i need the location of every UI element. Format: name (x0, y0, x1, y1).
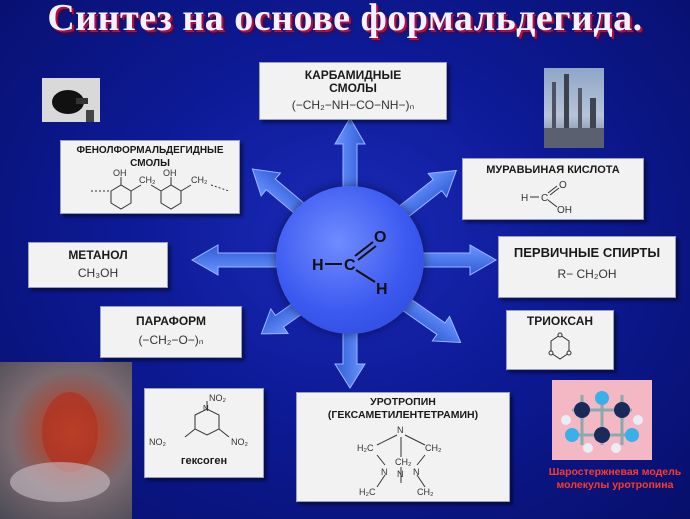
phenol-title-2: СМОЛЫ (130, 158, 170, 169)
svg-text:CH₂: CH₂ (139, 175, 156, 185)
methanol-formula: CH₃OH (77, 266, 119, 280)
svg-text:H₂C: H₂C (357, 443, 374, 453)
carbamide-title-2: СМОЛЫ (329, 81, 377, 95)
svg-text:CH₂: CH₂ (395, 457, 412, 467)
svg-text:CH₂: CH₂ (417, 487, 434, 497)
svg-text:CH₂: CH₂ (425, 443, 442, 453)
svg-text:N: N (203, 404, 209, 413)
formaldehyde-circle: O H C H (276, 186, 424, 334)
svg-text:N: N (413, 467, 420, 477)
center-h1: H (312, 257, 324, 274)
card-methanol: МЕТАНОЛ CH₃OH (28, 242, 168, 288)
card-hexogen: N NO₂ NO₂ NO₂ гексоген (144, 388, 264, 478)
trioxane-title: ТРИОКСАН (526, 314, 594, 328)
svg-text:OH: OH (163, 169, 177, 178)
card-phenol-resins: ФЕНОЛФОРМАЛЬДЕГИДНЫЕ СМОЛЫ OH OH CH₂ CH₂ (60, 140, 240, 214)
svg-text:H: H (521, 193, 528, 204)
primary-title: ПЕРВИЧНЫЕ СПИРТЫ (513, 245, 661, 260)
hexogen-structure: N NO₂ NO₂ NO₂ (149, 393, 249, 447)
urotropin-ball-model (552, 380, 652, 460)
carbamide-title-1: КАРБАМИДНЫЕ (304, 68, 402, 82)
formic-title: МУРАВЬИНАЯ КИСЛОТА (486, 164, 620, 176)
card-carbamide-resins: КАРБАМИДНЫЕ СМОЛЫ (−CH₂−NH−CO−NH−)ₙ (259, 62, 447, 120)
center-c: C (344, 257, 356, 274)
card-urotropin: УРОТРОПИН (ГЕКСАМЕТИЛЕНТЕТРАМИН) N H₂C C… (296, 392, 510, 502)
refinery-photo (544, 68, 604, 148)
card-trioxane: ТРИОКСАН (506, 310, 614, 370)
svg-text:CH₂: CH₂ (191, 175, 208, 185)
page-title: Синтез на основе формальдегида. (47, 0, 643, 39)
svg-text:O: O (559, 180, 567, 191)
formic-structure: H C O OH (521, 180, 572, 216)
model-caption: Шаростержневая модель молекулы уротропин… (548, 466, 682, 491)
card-primary-alcohols: ПЕРВИЧНЫЕ СПИРТЫ R− CH₂OH (498, 236, 676, 298)
phenol-title-1: ФЕНОЛФОРМАЛЬДЕГИДНЫЕ (76, 145, 224, 156)
center-h2: H (376, 281, 388, 298)
card-formic-acid: МУРАВЬИНАЯ КИСЛОТА H C O OH (462, 158, 644, 220)
plug-photo (42, 78, 100, 122)
svg-text:N: N (397, 469, 404, 479)
svg-text:OH: OH (113, 169, 127, 178)
svg-text:NO₂: NO₂ (209, 393, 227, 403)
svg-text:N: N (397, 425, 404, 435)
svg-text:H₂C: H₂C (359, 487, 376, 497)
methanol-title: МЕТАНОЛ (68, 248, 128, 262)
center-o: O (374, 229, 386, 246)
svg-text:NO₂: NO₂ (231, 437, 249, 447)
hexogen-label: гексоген (180, 455, 228, 467)
arrow-up (334, 116, 366, 197)
phenol-structure: OH OH CH₂ CH₂ (91, 169, 230, 210)
explosion-photo (0, 362, 132, 519)
trioxane-structure (548, 332, 572, 360)
paraform-title: ПАРАФОРМ (135, 314, 207, 328)
svg-text:C: C (541, 193, 548, 204)
paraform-formula: (−CH₂−O−)ₙ (138, 333, 204, 347)
primary-formula: R− CH₂OH (557, 267, 617, 281)
urotropin-title-1: УРОТРОПИН (370, 396, 436, 408)
carbamide-formula: (−CH₂−NH−CO−NH−)ₙ (291, 98, 415, 112)
svg-text:NO₂: NO₂ (149, 437, 167, 447)
svg-text:N: N (381, 467, 388, 477)
urotropin-structure: N H₂C CH₂ CH₂ N N N H₂C CH₂ (357, 425, 442, 497)
svg-text:OH: OH (557, 205, 572, 216)
urotropin-title-2: (ГЕКСАМЕТИЛЕНТЕТРАМИН) (327, 409, 479, 421)
card-paraform: ПАРАФОРМ (−CH₂−O−)ₙ (100, 306, 242, 358)
